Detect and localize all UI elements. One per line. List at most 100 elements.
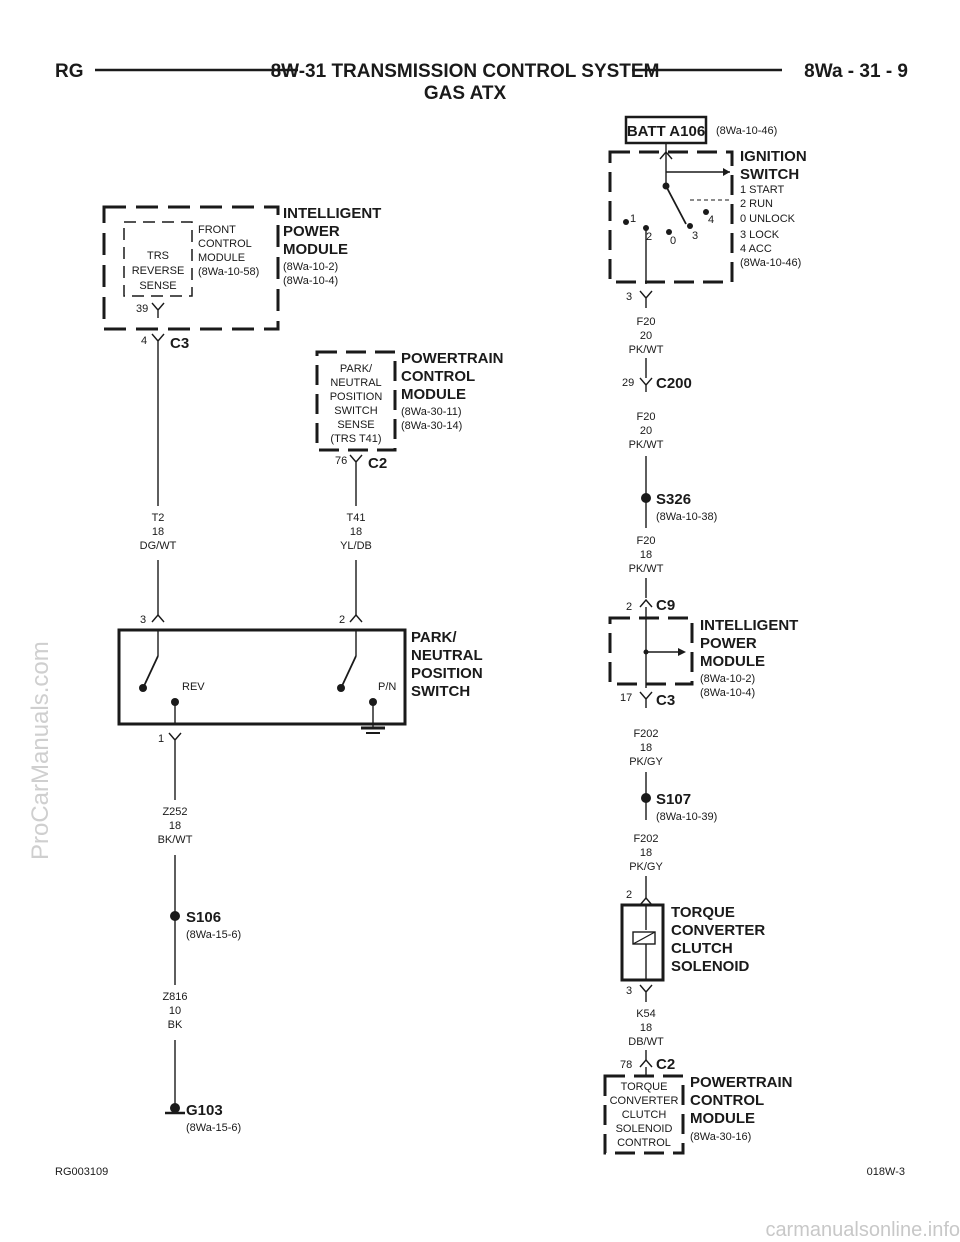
wire-f20-c-label: F20 18 PK/WT [629,535,664,575]
ipm-right-title-1: INTELLIGENT [700,617,798,634]
tcc-title-1: TORQUE [671,904,735,921]
svg-text:18: 18 [640,1022,652,1034]
ipm-right-connector-out: C3 [656,692,675,709]
s326-ref: (8Wa-10-38) [656,511,717,523]
footer-left: RG003109 [55,1166,108,1178]
ign-pos-1: 1 START [740,184,784,196]
wire-f202-b-label: F202 18 PK/GY [629,833,663,873]
ipm-top-outline [102,205,280,331]
ipm-top-ref-2: (8Wa-10-4) [283,275,338,287]
pcm-top-module: PARK/ NEUTRAL POSITION SWITCH SENSE (TRS… [315,350,504,472]
splice-s106: S106 (8Wa-15-6) [170,909,241,941]
g103-label: G103 [186,1102,223,1119]
g103-ref: (8Wa-15-6) [186,1122,241,1134]
s326-label: S326 [656,491,691,508]
svg-text:F202: F202 [633,728,658,740]
svg-text:F20: F20 [637,316,656,328]
splice-s107: S107 (8Wa-10-39) [641,791,717,823]
svg-text:Z252: Z252 [162,806,187,818]
pcm-bottom-outline [603,1074,685,1155]
tcc-solenoid: 2 TORQUE CONVERTER CLUTCH SOLENOID 3 [620,889,765,1002]
pns-line-2: NEUTRAL [330,377,381,389]
ipm-right-outline [608,616,694,686]
ipm-right-ref-2: (8Wa-10-4) [700,687,755,699]
svg-text:18: 18 [640,742,652,754]
header-subtitle: GAS ATX [424,83,507,104]
wire-k54-label: K54 18 DB/WT [628,1008,664,1048]
wire-z252-label: Z252 18 BK/WT [158,806,193,846]
svg-text:T2: T2 [152,512,165,524]
svg-text:18: 18 [169,820,181,832]
footer-right: 018W-3 [867,1166,905,1178]
fcm-line-3: MODULE [198,252,245,264]
svg-text:T41: T41 [347,512,366,524]
svg-text:18: 18 [640,549,652,561]
svg-text:20: 20 [640,425,652,437]
pns-title-2: NEUTRAL [411,647,483,664]
batt-ref: (8Wa-10-46) [716,125,777,137]
ipm-right-title-2: POWER [700,635,757,652]
svg-text:10: 10 [169,1005,181,1017]
pcm-bottom-title-3: MODULE [690,1110,755,1127]
pcm-top-pin: 76 [335,455,347,467]
svg-text:20: 20 [640,330,652,342]
c200-label: C200 [656,375,692,392]
pns-line-4: SWITCH [334,405,377,417]
pn-label: P/N [378,681,396,693]
s107-ref: (8Wa-10-39) [656,811,717,823]
tccc-line-4: SOLENOID [616,1123,673,1135]
pcm-top-title-2: CONTROL [401,368,475,385]
svg-text:F202: F202 [633,833,658,845]
tcc-title-3: CLUTCH [671,940,733,957]
svg-text:F20: F20 [637,411,656,423]
pns-line-5: SENSE [337,419,374,431]
svg-text:PK/GY: PK/GY [629,861,663,873]
pcm-top-connector: C2 [368,455,387,472]
tccc-line-5: CONTROL [617,1137,671,1149]
ign-pos-3: 0 UNLOCK [740,213,796,225]
wire-t41-label: T41 18 YL/DB [340,512,372,552]
pns-line-1: PARK/ [340,363,373,375]
pns-title-1: PARK/ [411,629,457,646]
pns-outline [117,628,407,726]
ground-g103: G103 (8Wa-15-6) [165,1102,241,1134]
park-neutral-switch: 3 2 REV P/N PARK/ NEUTRAL POSITION SWITC… [117,600,483,750]
ipm-top-module: TRS REVERSE SENSE FRONT CONTROL MODULE (… [102,205,381,352]
pcm-bottom-ref: (8Wa-30-16) [690,1131,751,1143]
ipm-right-ref-1: (8Wa-10-2) [700,673,755,685]
ign-ref: (8Wa-10-46) [740,257,801,269]
ipm-right-pin-in: 2 [626,601,632,613]
trs-line-3: SENSE [139,280,176,292]
svg-text:K54: K54 [636,1008,656,1020]
fcm-line-2: CONTROL [198,238,252,250]
pcm-top-ref-2: (8Wa-30-14) [401,420,462,432]
svg-text:PK/WT: PK/WT [629,439,664,451]
bottom-watermark: carmanualsonline.info [765,1219,960,1241]
trs-line-2: REVERSE [132,265,185,277]
tcc-pin-in: 2 [626,889,632,901]
pcm-top-title-3: MODULE [401,386,466,403]
ign-contact-3: 3 [692,230,698,242]
tcc-pin-out: 3 [626,985,632,997]
pns-title-4: SWITCH [411,683,470,700]
svg-text:DB/WT: DB/WT [628,1036,664,1048]
header-right: 8Wa - 31 - 9 [804,61,908,82]
pcm-top-ref-1: (8Wa-30-11) [401,406,462,418]
trs-reverse-sense-box [123,221,193,297]
svg-text:YL/DB: YL/DB [340,540,372,552]
pns-line-3: POSITION [330,391,383,403]
ign-title-1: IGNITION [740,148,807,165]
pns-title-3: POSITION [411,665,483,682]
page-header: RG 8W-31 TRANSMISSION CONTROL SYSTEM 8Wa… [55,61,908,104]
ipm-right-title-3: MODULE [700,653,765,670]
ign-contact-0: 0 [670,235,676,247]
pns-line-6: (TRS T41) [330,433,381,445]
side-watermark: ProCarManuals.com [27,641,54,860]
tccc-line-3: CLUTCH [622,1109,667,1121]
ign-contact-2: 2 [646,231,652,243]
s107-label: S107 [656,791,691,808]
svg-text:Z816: Z816 [162,991,187,1003]
ign-pos-4: 3 LOCK [740,229,780,241]
ipm-top-title-2: POWER [283,223,340,240]
